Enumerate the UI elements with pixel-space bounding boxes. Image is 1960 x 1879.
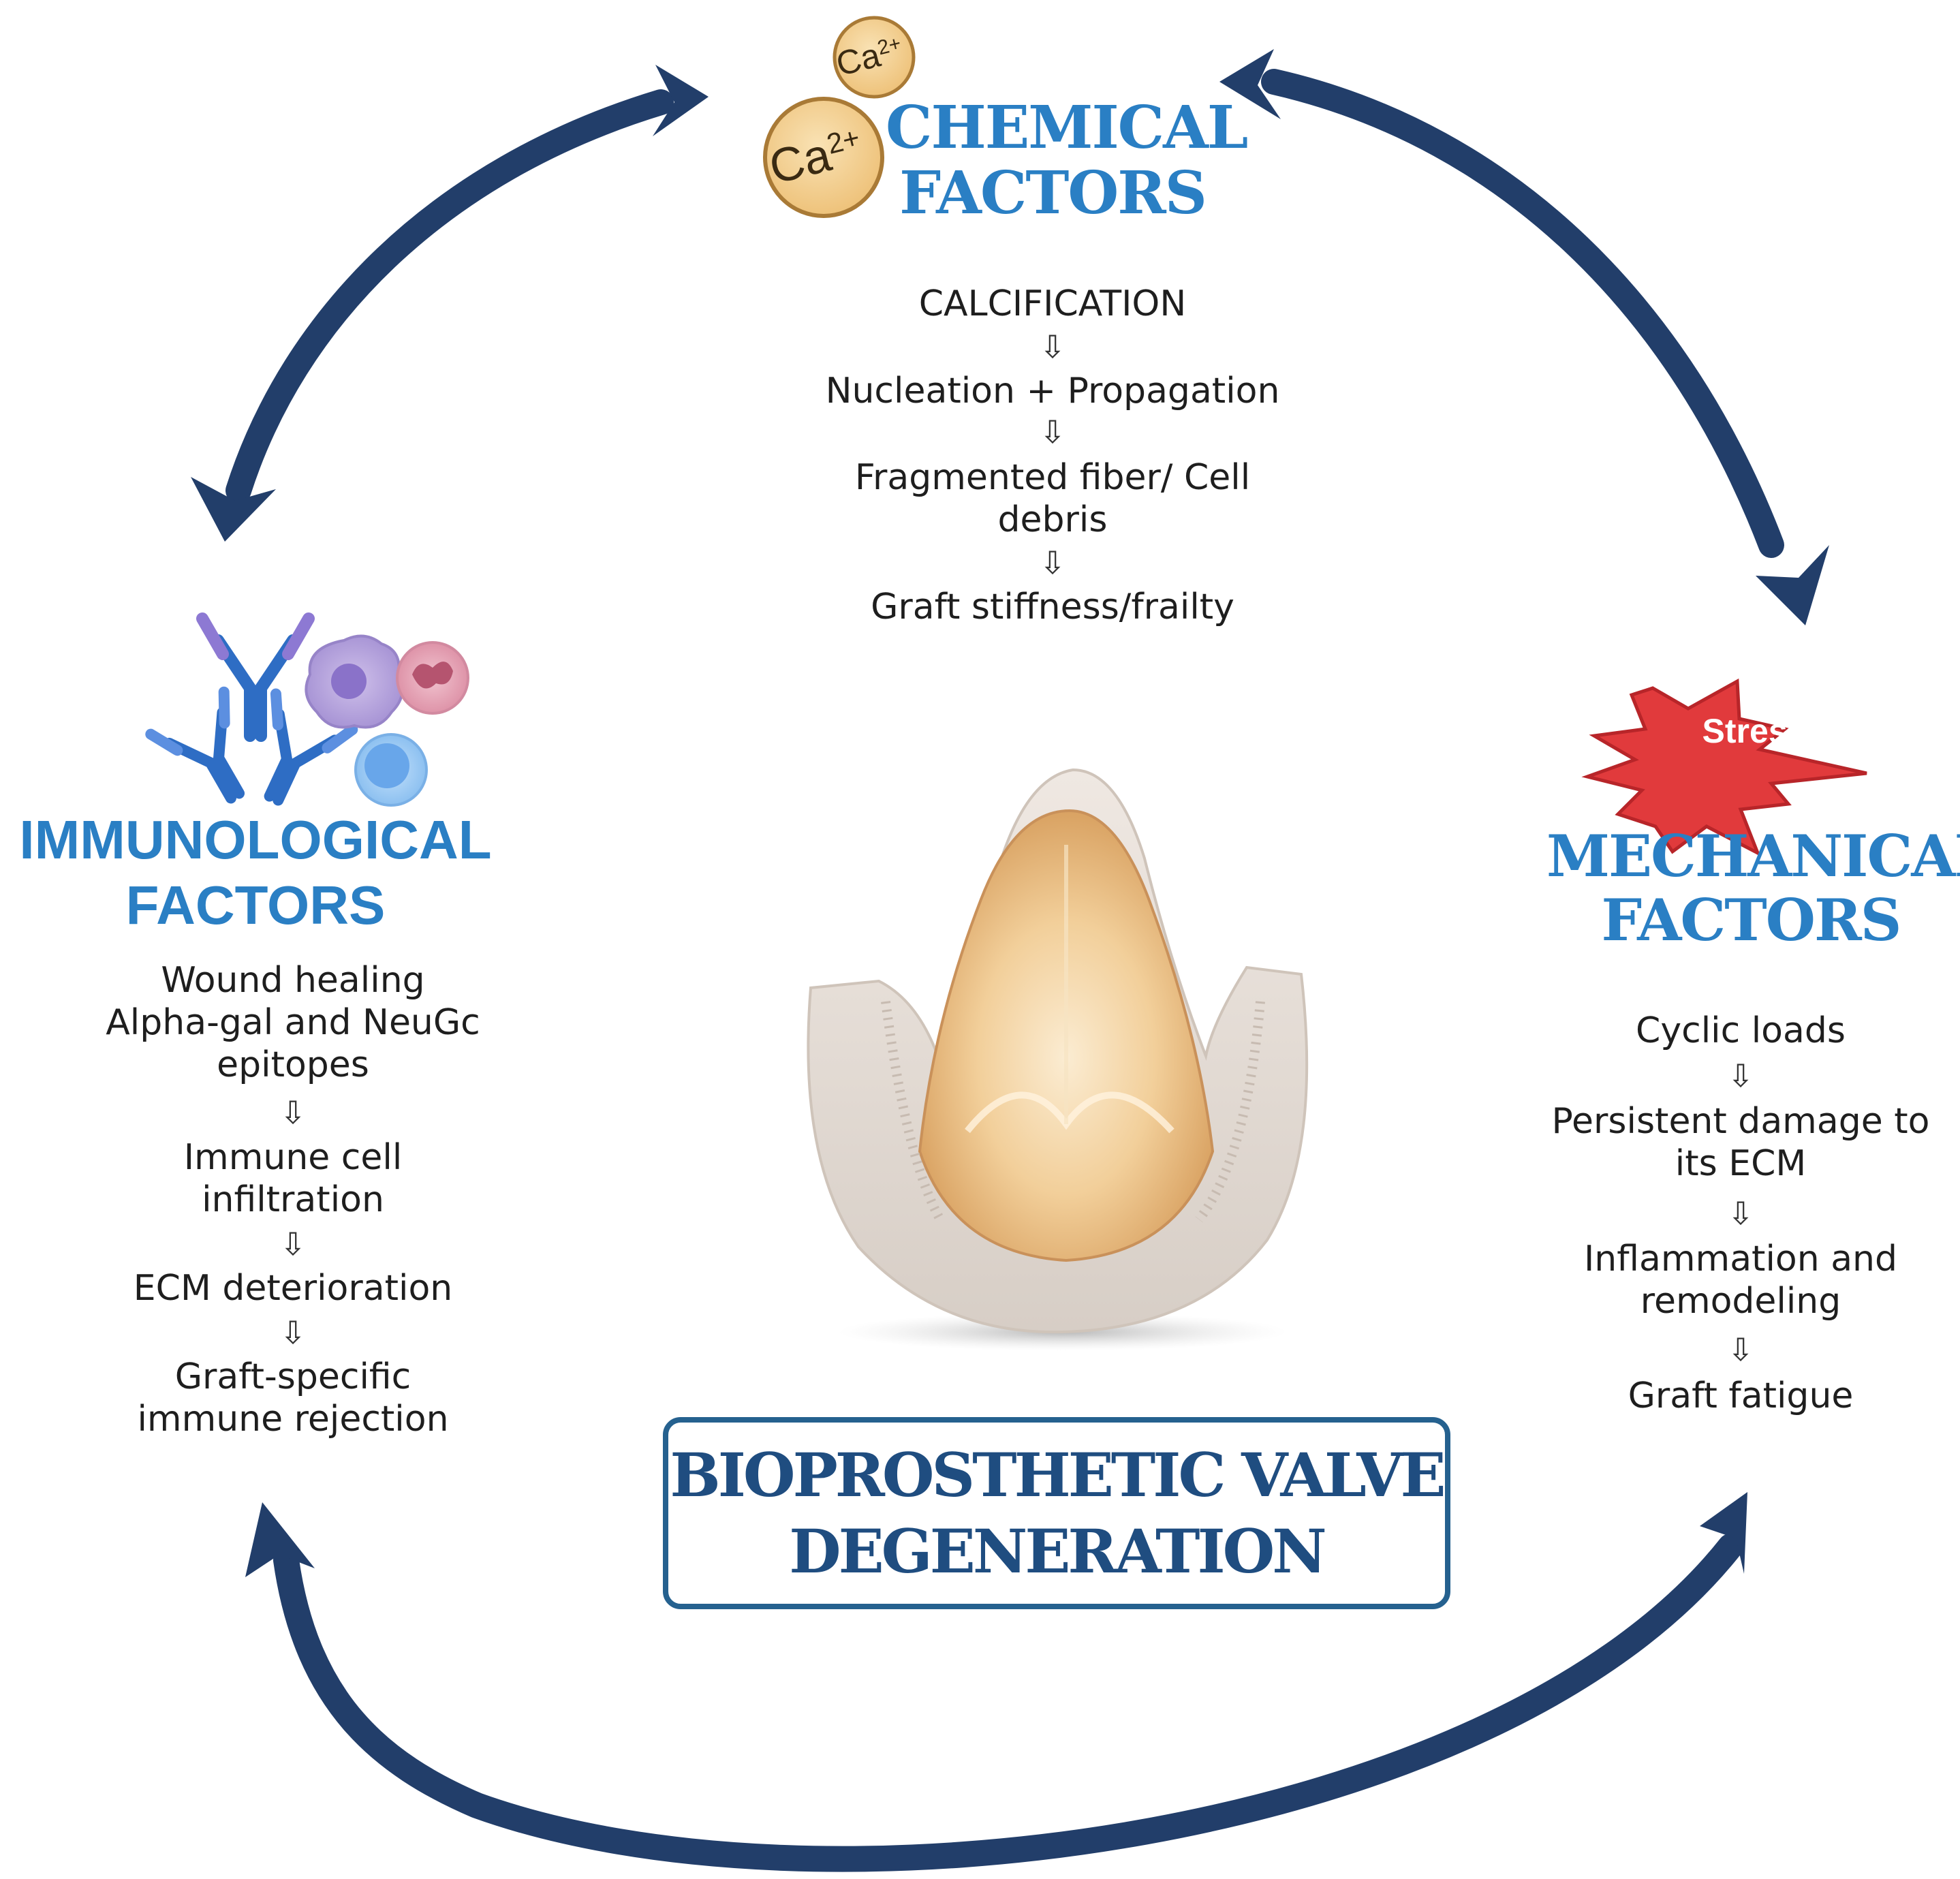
step-down-arrow-icon: ⇩: [279, 1226, 307, 1262]
chemical-step: Nucleation + Propagation: [825, 371, 1280, 411]
degeneration-title-box: BIOPROSTHETIC VALVE DEGENERATION: [663, 1417, 1450, 1609]
arc-chemical-to-mechanical: [1261, 69, 1784, 558]
title-line1: BIOPROSTHETIC VALVE: [670, 1440, 1446, 1510]
arc-mechanical-to-immunological: [273, 1534, 1743, 1872]
immunological-heading-line2: FACTORS: [125, 875, 386, 935]
step-down-arrow-icon: ⇩: [1039, 328, 1066, 365]
chemical-step: Fragmented fiber/ Cell debris: [854, 457, 1251, 540]
step-down-arrow-icon: ⇩: [1727, 1195, 1754, 1232]
mechanical-step: Graft fatigue: [1628, 1376, 1854, 1416]
arrowhead-to-mechanical: [1756, 545, 1829, 625]
chemical-heading-line1: CHEMICAL: [886, 93, 1248, 162]
immunological-step: Wound healing Alpha-gal and NeuGc epitop…: [106, 960, 480, 1085]
arrowhead-to-chemical-right: [1219, 49, 1281, 119]
arrowhead-to-immunological: [191, 477, 276, 542]
neutrophil-icon: [396, 641, 469, 715]
calcium-ion-label: Ca2+: [833, 30, 907, 83]
mechanical-step: Cyclic loads: [1636, 1010, 1846, 1051]
immunological-step: ECM deterioration: [133, 1268, 453, 1309]
step-down-arrow-icon: ⇩: [1727, 1057, 1754, 1094]
arrowhead-to-chemical: [653, 65, 709, 136]
immunological-step: Graft-specific immune rejection: [137, 1356, 449, 1440]
arrowhead-to-immunological-bottom: [245, 1502, 315, 1577]
arrowhead-to-mechanical-bottom: [1700, 1492, 1747, 1574]
calcium-ion-icon: Ca2+: [763, 97, 884, 218]
antibody-icon: [264, 688, 358, 806]
arc-immunological-to-chemical: [225, 89, 674, 503]
chemical-step: CALCIFICATION: [918, 283, 1187, 324]
step-down-arrow-icon: ⇩: [279, 1094, 307, 1131]
step-down-arrow-icon: ⇩: [1727, 1331, 1754, 1368]
chemical-step: Graft stiffness/frailty: [871, 587, 1234, 627]
immunological-heading: IMMUNOLOGICAL FACTORS: [7, 807, 504, 938]
mechanical-heading-line2: FACTORS: [1601, 886, 1902, 954]
mechanical-heading: MECHANICAL FACTORS: [1546, 822, 1960, 954]
stress-burst-icon: Stress: [1581, 678, 1867, 857]
immunological-heading-line1: IMMUNOLOGICAL: [19, 809, 492, 870]
cycle-arrows: [191, 49, 1829, 1872]
antibody-icon: [145, 686, 245, 804]
chemical-heading-line2: FACTORS: [899, 159, 1207, 228]
mechanical-step: Persistent damage to its ECM: [1551, 1101, 1930, 1184]
mechanical-heading-line1: MECHANICAL: [1546, 822, 1960, 890]
stress-label: Stress: [1702, 712, 1807, 750]
lymphocyte-icon: [354, 733, 428, 807]
bioprosthetic-valve-image: [807, 768, 1309, 1351]
calcium-ion-icon: Ca2+: [833, 16, 916, 99]
macrophage-icon: [305, 634, 404, 729]
title-line2: DEGENERATION: [789, 1516, 1326, 1587]
step-down-arrow-icon: ⇩: [1039, 414, 1066, 450]
mechanical-step: Inflammation and remodeling: [1583, 1239, 1898, 1322]
chemical-heading: CHEMICAL FACTORS: [886, 93, 1248, 228]
step-down-arrow-icon: ⇩: [279, 1314, 307, 1351]
step-down-arrow-icon: ⇩: [1039, 544, 1066, 581]
immunological-step: Immune cell infiltration: [183, 1137, 403, 1220]
antibody-icon: [196, 612, 315, 742]
